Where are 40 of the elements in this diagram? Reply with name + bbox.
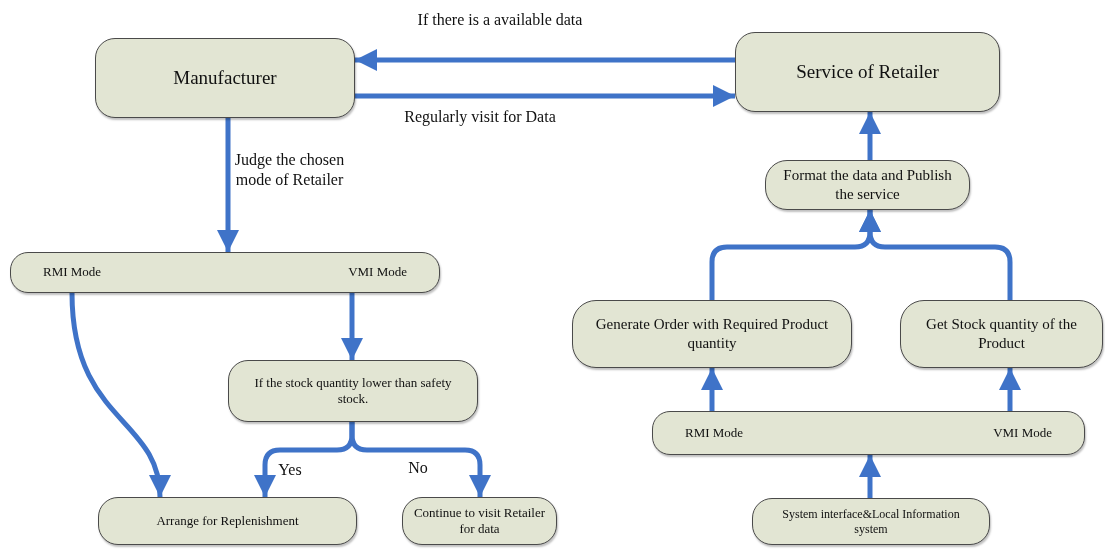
arrow — [859, 455, 881, 498]
arrow — [859, 210, 1013, 300]
node-text: VMI Mode — [348, 264, 407, 281]
mode-bar — [652, 411, 1085, 455]
arrow — [355, 49, 735, 71]
arrow — [341, 293, 363, 360]
node-text: RMI Mode — [43, 264, 102, 281]
node-text: If the stock quantity lower than safety stock. — [253, 374, 453, 408]
process-box — [402, 497, 557, 545]
node-text: Manufacturer — [173, 66, 277, 90]
mode-bar — [10, 252, 440, 293]
process-box — [765, 160, 970, 210]
process-box — [735, 32, 1000, 112]
arrow — [355, 85, 735, 107]
edge-label: If there is a available data — [416, 10, 584, 30]
process-box — [95, 38, 355, 118]
process-box — [900, 300, 1103, 368]
node-text: VMI Mode — [993, 424, 1052, 442]
edge-label: No — [407, 458, 429, 478]
edge-label: Regularly visit for Data — [403, 107, 557, 127]
node-text: RMI Mode — [685, 424, 744, 442]
arrow — [999, 368, 1021, 411]
arrow — [217, 118, 239, 252]
node-text: Continue to visit Retailer for data — [412, 504, 547, 538]
process-box — [752, 498, 990, 545]
edge-label: Judge the chosen mode of Retailer — [233, 150, 346, 190]
process-box — [228, 360, 478, 422]
edge-label: Yes — [277, 460, 303, 480]
process-box — [572, 300, 852, 368]
node-text: Arrange for Replenishment — [156, 512, 299, 530]
node-text: System interface&Local Information system — [781, 506, 961, 537]
arrow — [701, 368, 723, 411]
arrow — [859, 112, 881, 160]
process-box — [98, 497, 357, 545]
arrow — [349, 422, 491, 497]
node-text: Generate Order with Required Product quantity — [594, 315, 830, 353]
node-text: Service of Retailer — [796, 60, 939, 84]
arrow — [69, 292, 169, 498]
node-text: Get Stock quantity of the Product — [925, 315, 1078, 353]
node-text: Format the data and Publish the service — [782, 166, 953, 204]
